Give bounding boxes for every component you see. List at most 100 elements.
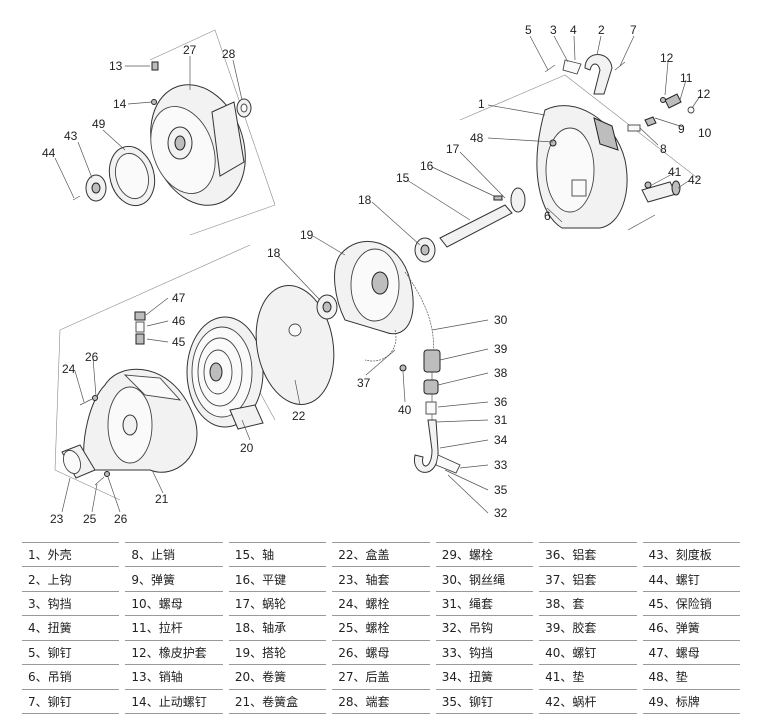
legend-cell: 19、搭轮 <box>228 639 327 666</box>
legend-cell: 7、铆钉 <box>22 688 120 715</box>
legend-cell: 9、弹簧 <box>125 566 223 592</box>
callout-18a: 18 <box>358 193 372 207</box>
callout-12a: 12 <box>660 51 674 65</box>
small-parts-right <box>549 93 695 231</box>
callout-24: 24 <box>62 362 76 376</box>
callout-35: 35 <box>494 483 508 497</box>
legend-cell: 2、上钩 <box>22 566 120 592</box>
callout-22: 22 <box>292 409 306 423</box>
legend-cell: 34、扭簧 <box>435 664 534 690</box>
housing-part <box>536 105 628 229</box>
end-sleeve-part <box>236 98 252 118</box>
callout-8: 8 <box>660 142 667 156</box>
callout-12b: 12 <box>697 87 711 101</box>
legend-cell: 28、端套 <box>332 688 430 715</box>
legend-cell: 36、铝套 <box>539 541 637 568</box>
callout-13: 13 <box>109 59 123 73</box>
legend-cell: 22、盒盖 <box>332 541 430 568</box>
callout-23: 23 <box>50 512 64 526</box>
legend-cell: 4、扭簧 <box>22 615 120 641</box>
legend-cell: 1、外壳 <box>22 541 120 568</box>
callout-2: 2 <box>598 23 605 37</box>
legend-cell: 41、垫 <box>539 664 637 690</box>
legend-cell: 18、轴承 <box>228 615 327 641</box>
drum-wheel-part <box>334 240 414 335</box>
legend-cell: 20、卷簧 <box>228 664 327 690</box>
callout-32: 32 <box>494 506 508 520</box>
callout-5: 5 <box>525 23 532 37</box>
legend-cell: 32、吊钩 <box>435 615 534 641</box>
callout-19: 19 <box>300 228 314 242</box>
small-parts-left <box>79 311 146 486</box>
legend-cell: 6、吊销 <box>22 664 120 690</box>
callout-48: 48 <box>470 131 484 145</box>
callout-33: 33 <box>494 458 508 472</box>
legend-cell: 16、平键 <box>228 566 327 592</box>
callout-14: 14 <box>113 97 127 111</box>
legend-cell: 29、螺栓 <box>435 541 534 568</box>
callout-3: 3 <box>550 23 557 37</box>
callout-6: 6 <box>544 209 551 223</box>
callout-49: 49 <box>92 117 106 131</box>
legend-cell: 31、绳套 <box>435 590 534 617</box>
callout-41: 41 <box>668 165 682 179</box>
box-cover-part <box>255 285 335 405</box>
callout-46: 46 <box>172 314 186 328</box>
legend-cell: 42、蜗杆 <box>539 688 637 715</box>
callout-42: 42 <box>688 173 702 187</box>
callout-21: 21 <box>155 492 169 506</box>
legend-cell: 25、螺栓 <box>332 615 430 641</box>
callout-7: 7 <box>630 23 637 37</box>
legend-cell: 44、螺钉 <box>642 566 740 592</box>
legend-cell: 30、钢丝绳 <box>435 566 534 592</box>
callout-37: 37 <box>357 376 371 390</box>
callout-36: 36 <box>494 395 508 409</box>
legend-cell: 17、蜗轮 <box>228 590 327 617</box>
legend-cell: 35、铆钉 <box>435 688 534 715</box>
spring-box-part <box>83 368 198 473</box>
legend-cell: 48、垫 <box>642 664 740 690</box>
callout-30: 30 <box>494 313 508 327</box>
legend-cell: 13、销轴 <box>125 664 223 690</box>
callout-40: 40 <box>398 403 412 417</box>
legend-cell: 47、螺母 <box>642 639 740 666</box>
legend-cell: 11、拉杆 <box>125 615 223 641</box>
callout-47: 47 <box>172 291 186 305</box>
worm-shaft-part <box>439 187 526 248</box>
legend-cell: 46、弹簧 <box>642 615 740 641</box>
callout-28: 28 <box>222 47 236 61</box>
callout-16: 16 <box>420 159 434 173</box>
callout-26a: 26 <box>85 350 99 364</box>
callout-9: 9 <box>678 122 685 136</box>
callout-11: 11 <box>680 71 693 85</box>
legend-cell: 8、止销 <box>125 541 223 568</box>
callout-18b: 18 <box>267 246 281 260</box>
callout-43: 43 <box>64 129 78 143</box>
legend-cell: 23、轴套 <box>332 566 430 592</box>
exploded-parts-diagram: 1 2 3 4 5 6 7 8 9 10 11 12 12 13 14 15 1… <box>42 23 712 526</box>
coil-spring-part <box>186 316 264 430</box>
callout-17: 17 <box>446 142 460 156</box>
legend-cell: 5、铆钉 <box>22 639 120 666</box>
legend-cell: 26、螺母 <box>332 639 430 666</box>
axle-sleeve-part <box>61 444 96 479</box>
legend-cell: 15、轴 <box>228 541 327 568</box>
legend-cell: 39、胶套 <box>539 615 637 641</box>
lower-hook-part <box>413 419 461 474</box>
scale-plate-part <box>85 174 107 202</box>
legend-cell: 3、钩挡 <box>22 590 120 617</box>
bearing-part <box>316 237 436 320</box>
legend-cell: 14、止动螺钉 <box>125 688 223 715</box>
callout-4: 4 <box>570 23 577 37</box>
rope-sleeves-part <box>399 349 441 415</box>
legend-cell: 38、套 <box>539 590 637 617</box>
legend-cell: 45、保险销 <box>642 590 740 617</box>
legend-cell: 10、螺母 <box>125 590 223 617</box>
